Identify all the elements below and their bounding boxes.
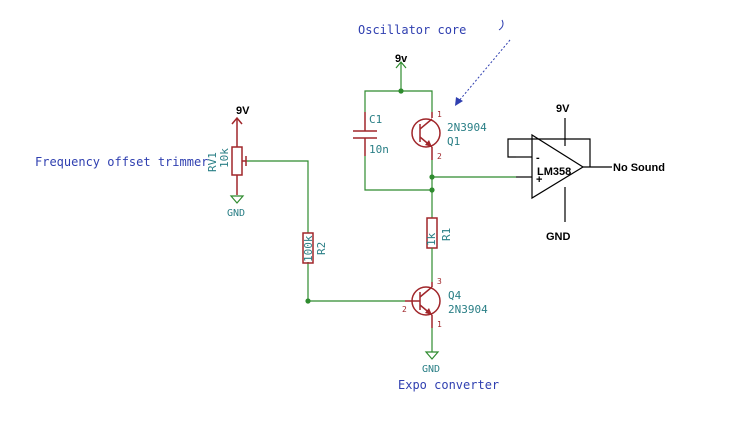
junction-top xyxy=(398,88,404,94)
resistor-r2: 100k R2 xyxy=(302,232,328,264)
trimmer-rv1: 9V RV1 10k xyxy=(206,105,250,195)
opamp-gnd-label: GND xyxy=(546,231,571,243)
q1-value: 2N3904 xyxy=(447,121,487,134)
top-rail-wire xyxy=(364,90,433,112)
c1-value: 10n xyxy=(369,143,389,156)
c1-ref: C1 xyxy=(369,113,382,126)
transistor-q1: 1 2 2N3904 Q1 xyxy=(411,110,487,161)
q1-pin-bottom: 2 xyxy=(437,152,442,161)
annotation-arrow xyxy=(455,19,511,106)
base-wire xyxy=(307,262,405,302)
r2-value: 100k xyxy=(302,235,315,262)
capacitor-c1: C1 10n xyxy=(353,112,389,156)
r1-ref: R1 xyxy=(440,228,453,241)
opamp-plus: + xyxy=(536,174,542,186)
rv1-ref: RV1 xyxy=(206,152,219,172)
opamp-part-label: LM358 xyxy=(537,166,571,178)
frequency-offset-label: Frequency offset trimmer xyxy=(35,155,208,169)
trimmer-gnd-label: GND xyxy=(227,208,245,219)
q1-ref: Q1 xyxy=(447,135,460,148)
q1-pin-top: 1 xyxy=(437,110,442,119)
expo-converter-label: Expo converter xyxy=(398,378,499,392)
q4-ref: Q4 xyxy=(448,289,462,302)
q4-pin-collector: 3 xyxy=(437,277,442,286)
r2-ref: R2 xyxy=(315,242,328,255)
osc-supply-label: 9v xyxy=(395,53,408,65)
rv1-value: 10k xyxy=(218,148,231,168)
q4-gnd-symbol: GND xyxy=(422,351,440,375)
r1-value: 1k xyxy=(425,232,438,246)
q4-pin-base: 2 xyxy=(402,305,407,314)
trimmer-gnd-symbol: GND xyxy=(227,195,245,219)
q4-pin-emitter: 1 xyxy=(437,320,442,329)
osc-supply-symbol: 9v xyxy=(395,53,408,74)
trimmer-to-r2-wire xyxy=(246,160,309,233)
transistor-q4: 3 2 1 Q4 2N3904 xyxy=(402,277,488,329)
junction-base xyxy=(305,298,311,304)
junction-c1-node xyxy=(429,187,435,193)
opamp-minus: - xyxy=(536,152,540,164)
resistor-r1: 1k R1 xyxy=(425,217,453,249)
q4-value: 2N3904 xyxy=(448,303,488,316)
opamp-supply-label: 9V xyxy=(556,103,570,115)
oscillator-core-label: Oscillator core xyxy=(358,23,466,37)
c1-bottom-wire xyxy=(364,156,432,191)
q4-gnd-label: GND xyxy=(422,364,440,375)
no-sound-label: No Sound xyxy=(613,162,665,174)
trimmer-supply-label: 9V xyxy=(236,105,250,117)
opamp-lm358: - + LM358 9V GND No Sound xyxy=(507,103,665,243)
